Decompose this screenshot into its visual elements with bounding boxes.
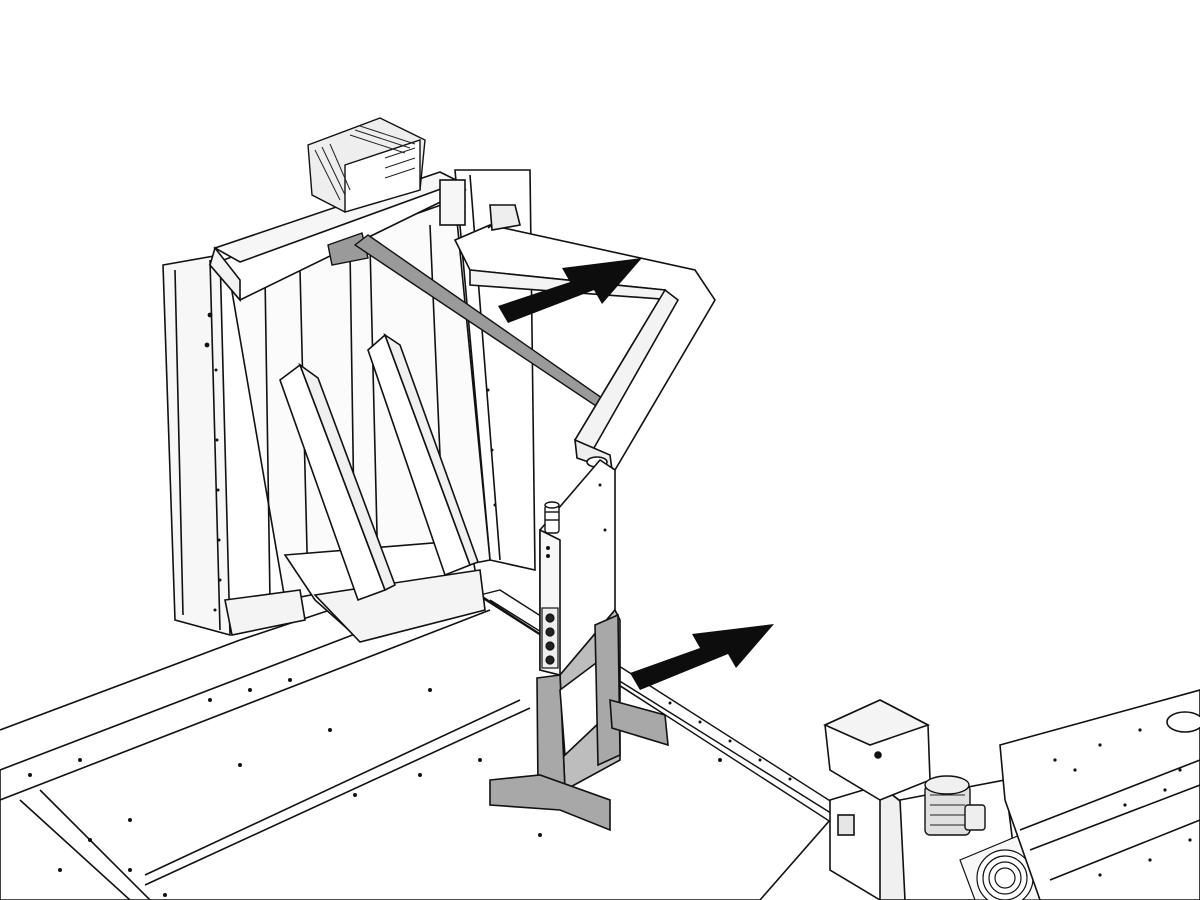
button-panel xyxy=(541,607,559,669)
motor-unit xyxy=(924,775,986,836)
signal-light xyxy=(544,501,560,534)
support-stand xyxy=(489,608,669,832)
lower-arrow xyxy=(630,624,774,690)
right-bed-section xyxy=(999,689,1200,900)
upper-arrow xyxy=(498,258,642,323)
arrow-up-right-icon xyxy=(630,624,774,690)
diagonal-struts xyxy=(279,332,480,602)
arrow-up-right-icon xyxy=(498,258,642,323)
control-box xyxy=(307,117,426,213)
